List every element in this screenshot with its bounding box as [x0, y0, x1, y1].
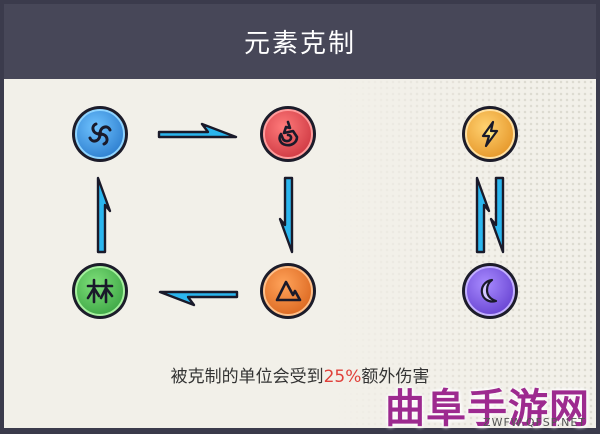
fire-badge [263, 109, 313, 159]
wind-badge [75, 109, 125, 159]
element-earth [260, 263, 316, 319]
flame-icon [278, 120, 299, 147]
element-fire [260, 106, 316, 162]
element-chart-panel [4, 79, 596, 428]
header-bar: 元素克制 [4, 4, 596, 79]
earth-badge [263, 266, 313, 316]
mountain-icon [275, 280, 302, 302]
element-wind [72, 106, 128, 162]
moon-icon [480, 278, 498, 303]
wood-badge [75, 266, 125, 316]
note-prefix: 被克制的单位会受到 [170, 367, 324, 387]
watermark-logo: 曲阜手游网 [385, 385, 590, 432]
arrow-wood-to-wind [96, 176, 112, 254]
arrow-thunder-dark-mutual [475, 176, 505, 254]
wood-icon [86, 278, 114, 304]
damage-note: 被克制的单位会受到25%额外伤害 [0, 362, 600, 387]
arrow-wind-to-fire [157, 122, 238, 139]
dark-badge [465, 266, 515, 316]
arrow-earth-to-wood [158, 290, 239, 307]
note-suffix: 额外伤害 [361, 367, 430, 387]
lightning-icon [481, 120, 499, 148]
thunder-badge [465, 109, 515, 159]
element-thunder [462, 106, 518, 162]
arrow-fire-to-earth [278, 176, 294, 254]
element-dark [462, 263, 518, 319]
note-highlight: 25% [323, 367, 362, 387]
page-title: 元素克制 [243, 29, 356, 59]
swirl-icon [88, 122, 112, 146]
element-wood [72, 263, 128, 319]
watermark-url: ZWFW.QFSP.NET [483, 416, 586, 429]
